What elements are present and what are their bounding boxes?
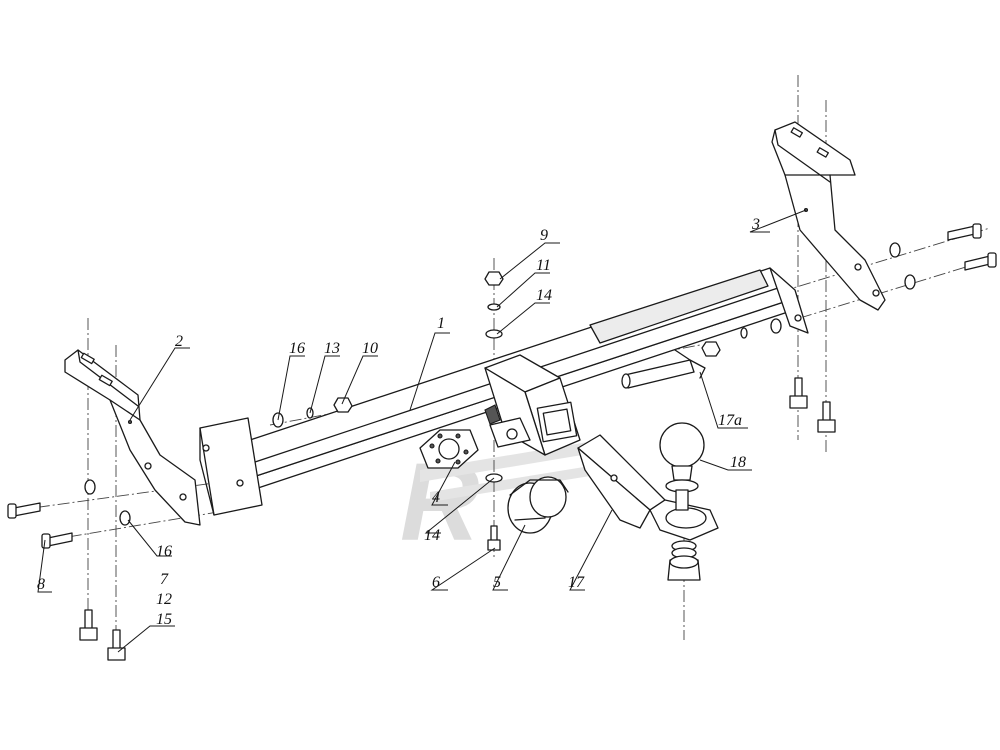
ball-nut-washers	[667, 540, 701, 581]
label-part-13: 13	[324, 340, 340, 357]
bolt-left-1	[7, 502, 41, 519]
label-part-6: 6	[432, 574, 440, 591]
tow-ball	[659, 422, 705, 511]
label-part-12: 12	[156, 591, 172, 608]
receiver-tube	[484, 354, 581, 456]
label-part-9: 9	[540, 227, 548, 244]
label-part-18: 18	[730, 454, 746, 471]
label-part-7: 7	[160, 571, 169, 588]
label-part-17a: 17a	[718, 412, 742, 429]
part-labels: 1 2 3 4 5 6 7 8 9 10 11 12 13 14 14 15 1…	[37, 216, 760, 628]
label-part-1: 1	[437, 315, 445, 332]
label-part-14-top: 14	[536, 287, 552, 304]
label-part-14-bottom: 14	[424, 527, 440, 544]
label-part-5: 5	[493, 574, 501, 591]
left-bracket	[64, 349, 201, 526]
label-part-11: 11	[536, 257, 551, 274]
socket-plate	[419, 429, 479, 469]
bolt-vertical-right-2	[817, 401, 836, 433]
bolt-socket	[487, 525, 501, 551]
bolt-left-2	[41, 532, 73, 549]
label-part-8: 8	[37, 576, 45, 593]
bolt-vertical-right-1	[789, 377, 808, 409]
label-part-10: 10	[362, 340, 378, 357]
bolt-right-2	[964, 252, 997, 271]
bolt-vertical-left-2	[107, 629, 126, 661]
bolts	[7, 223, 997, 661]
label-part-16-bottom: 16	[156, 543, 172, 560]
hitch-pin	[621, 349, 706, 389]
leader-lines	[37, 209, 807, 653]
label-part-15: 15	[156, 611, 172, 628]
label-part-4: 4	[432, 489, 440, 506]
label-part-17: 17	[568, 574, 585, 591]
label-part-3: 3	[751, 216, 760, 233]
electrical-socket	[507, 476, 569, 534]
ball-mount	[577, 434, 719, 541]
right-bracket	[771, 121, 886, 311]
bolt-right-1	[947, 223, 982, 241]
label-part-16-top: 16	[289, 340, 305, 357]
label-part-2: 2	[175, 333, 183, 350]
bolt-vertical-left-1	[79, 609, 98, 641]
washers-nuts	[84, 242, 916, 526]
